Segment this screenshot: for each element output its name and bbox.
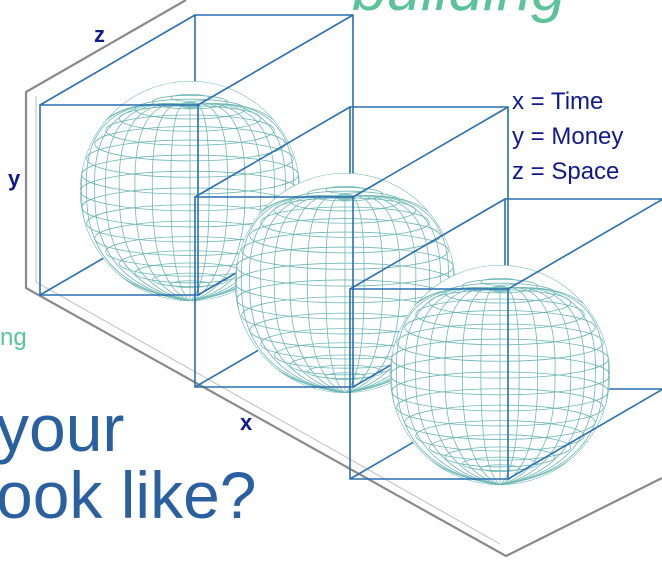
cube-units (39, 14, 662, 485)
axis-label-x: x (240, 410, 253, 435)
axis-label-z: z (94, 22, 105, 47)
legend-item-y: y = Money (512, 123, 624, 150)
legend: x = Time y = Money z = Space (512, 84, 623, 189)
heading-top: building (352, 0, 566, 25)
axis-label-y: y (8, 166, 21, 191)
question-line-1: your (0, 391, 125, 465)
legend-item-z: z = Space (512, 158, 620, 185)
globe-icon (390, 265, 610, 485)
base-platform (24, 0, 662, 558)
legend-item-x: x = Time (512, 88, 604, 115)
platform-inner-edge (35, 96, 501, 545)
side-word: ng (0, 324, 27, 351)
question-line-2: ook like? (0, 458, 257, 532)
platform-edge (24, 0, 662, 558)
